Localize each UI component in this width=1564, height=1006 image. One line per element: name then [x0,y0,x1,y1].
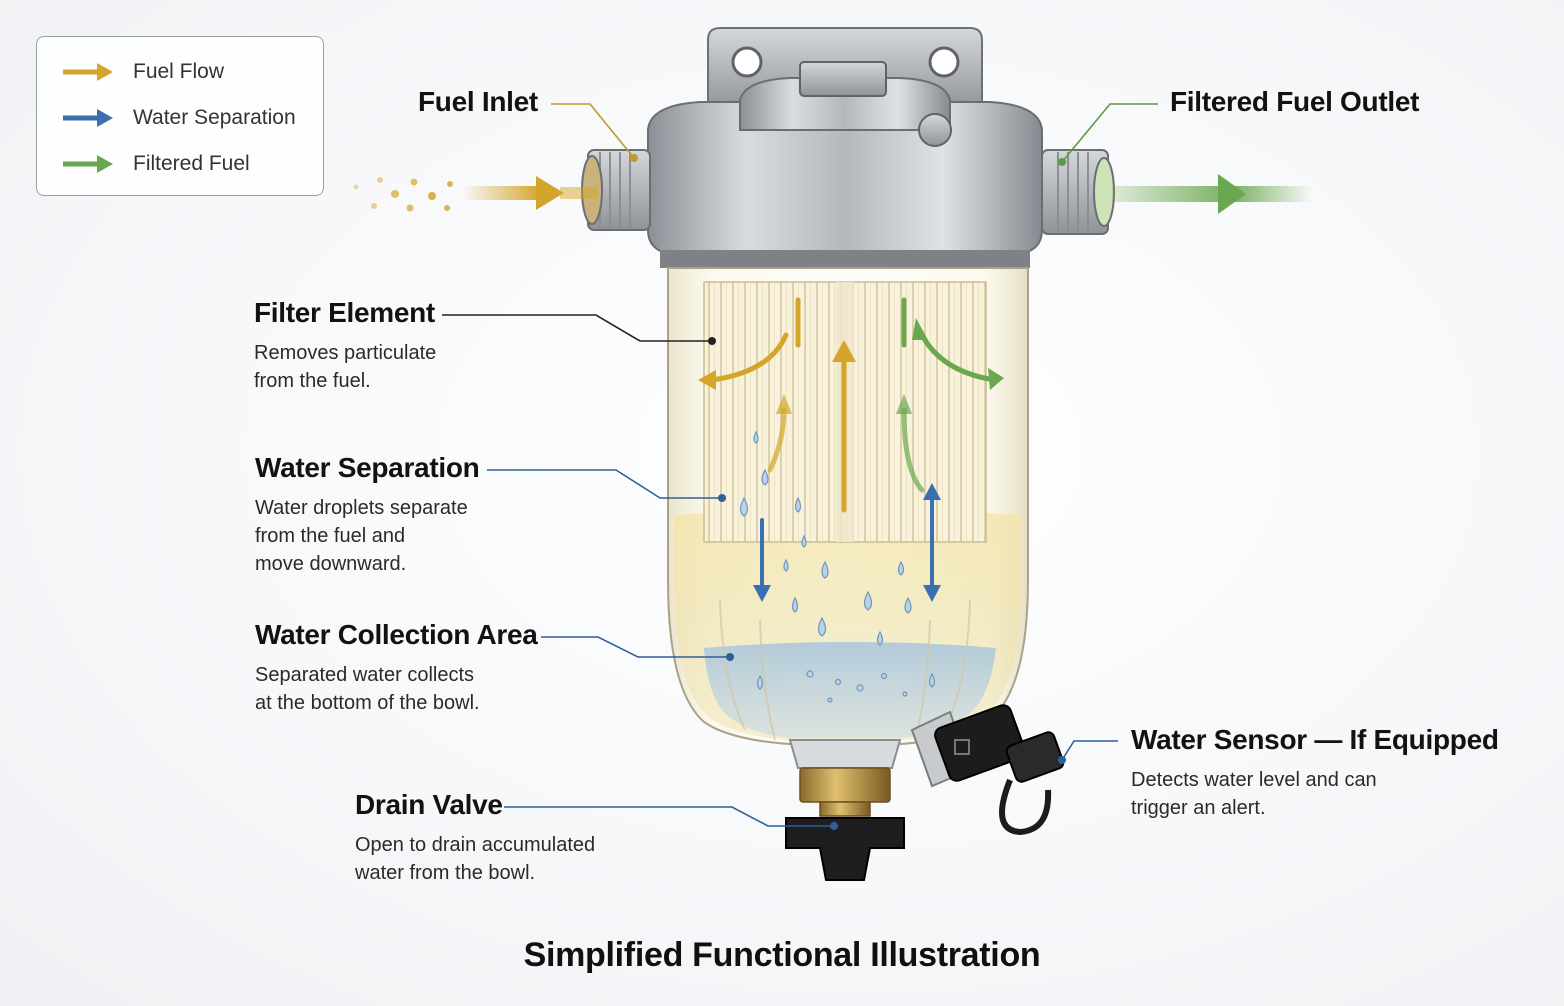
inlet-flow-arrow [353,176,598,212]
leader-dots [630,154,1066,830]
sensor-icon [954,739,970,755]
water-sensor [910,704,1065,836]
legend-label: Fuel Flow [133,60,225,83]
bracket-hole-icon [731,46,763,78]
bracket-hole-icon [928,46,960,78]
legend-label: Water Separation [133,106,296,129]
callout-water-separation: Water Separation Water droplets separate… [255,452,480,578]
drain-knob-icon [785,817,905,881]
water-arrowheads [753,483,941,602]
water-collection-title: Water Collection Area [255,619,538,650]
callout-fuel-inlet: Fuel Inlet [418,86,538,118]
water-separation-arrows [760,498,934,594]
drain-valve-title: Drain Valve [355,789,503,820]
filter-element-title: Filter Element [254,297,435,328]
legend-label: Filtered Fuel [133,152,250,175]
callout-filter-element: Filter Element Removes particulate from … [254,297,436,395]
filter-element-desc: Removes particulate from the fuel. [254,342,437,392]
vent-plug [799,61,887,97]
outlet-fitting [1041,149,1115,235]
drain-valve-desc: Open to drain accumulated water from the… [355,834,596,884]
filter-head [647,61,1043,268]
callout-water-collection: Water Collection Area Separated water co… [255,619,538,717]
water-separation-title: Water Separation [255,452,480,483]
internal-arrowheads [698,318,1004,414]
water-collection-desc: Separated water collects at the bottom o… [255,664,480,714]
filtered-fuel-outlet-title: Filtered Fuel Outlet [1170,86,1420,117]
fuel-flow-arrow-icon [63,63,113,81]
water-separation-arrow-icon [63,109,113,127]
legend-item-water-separation: Water Separation [61,103,296,133]
legend: Fuel Flow Water Separation Filtered Fuel [36,36,324,196]
water-layer [704,642,996,738]
callout-water-sensor: Water Sensor — If Equipped Detects water… [1131,724,1499,822]
legend-item-filtered-fuel: Filtered Fuel [61,149,250,179]
diagram-caption: Simplified Functional Illustration [523,936,1041,974]
water-sensor-desc: Detects water level and can trigger an a… [1131,769,1377,819]
drain-valve [785,739,905,881]
water-sensor-title: Water Sensor — If Equipped [1131,724,1499,755]
callout-filtered-fuel-outlet: Filtered Fuel Outlet [1170,86,1419,118]
water-separation-desc: Water droplets separate from the fuel an… [255,497,468,575]
filtered-fuel-arrow-icon [63,155,113,173]
fuel-inlet-title: Fuel Inlet [418,86,538,117]
callout-drain-valve: Drain Valve Open to drain accumulated wa… [355,789,595,887]
legend-item-fuel-flow: Fuel Flow [61,57,224,87]
outlet-flow-arrow [1112,174,1312,214]
leader-lines [442,103,1158,827]
internal-fuel-arrows [709,297,998,513]
water-droplets [739,430,936,703]
